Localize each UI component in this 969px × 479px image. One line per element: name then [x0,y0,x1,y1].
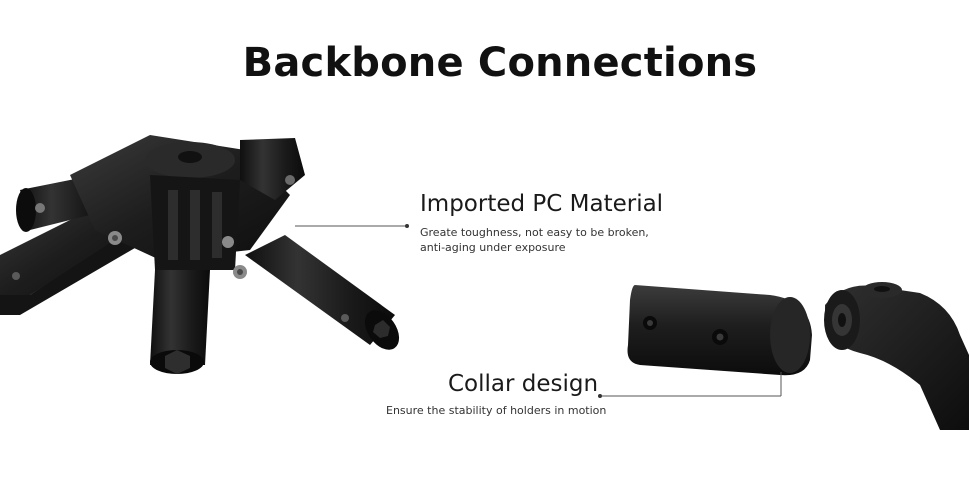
collar-design-desc-line-1: Ensure the stability of holders in motio… [386,404,607,417]
collar-design-title: Collar design [448,371,599,397]
pc-material-description: Greate toughness, not easy to be broken,… [420,225,649,255]
pc-material-desc-line-2: anti-aging under exposure [420,241,566,254]
pc-material-title: Imported PC Material [420,191,664,217]
collar-leader-line [598,372,782,398]
pc-material-desc-line-1: Greate toughness, not easy to be broken, [420,226,649,239]
page-title: Backbone Connections [242,40,758,86]
backbone-hub-image [0,135,400,374]
collar-parts-image [627,282,969,430]
collar-design-description: Ensure the stability of holders in motio… [386,403,606,418]
pc-material-leader-line [295,224,409,228]
